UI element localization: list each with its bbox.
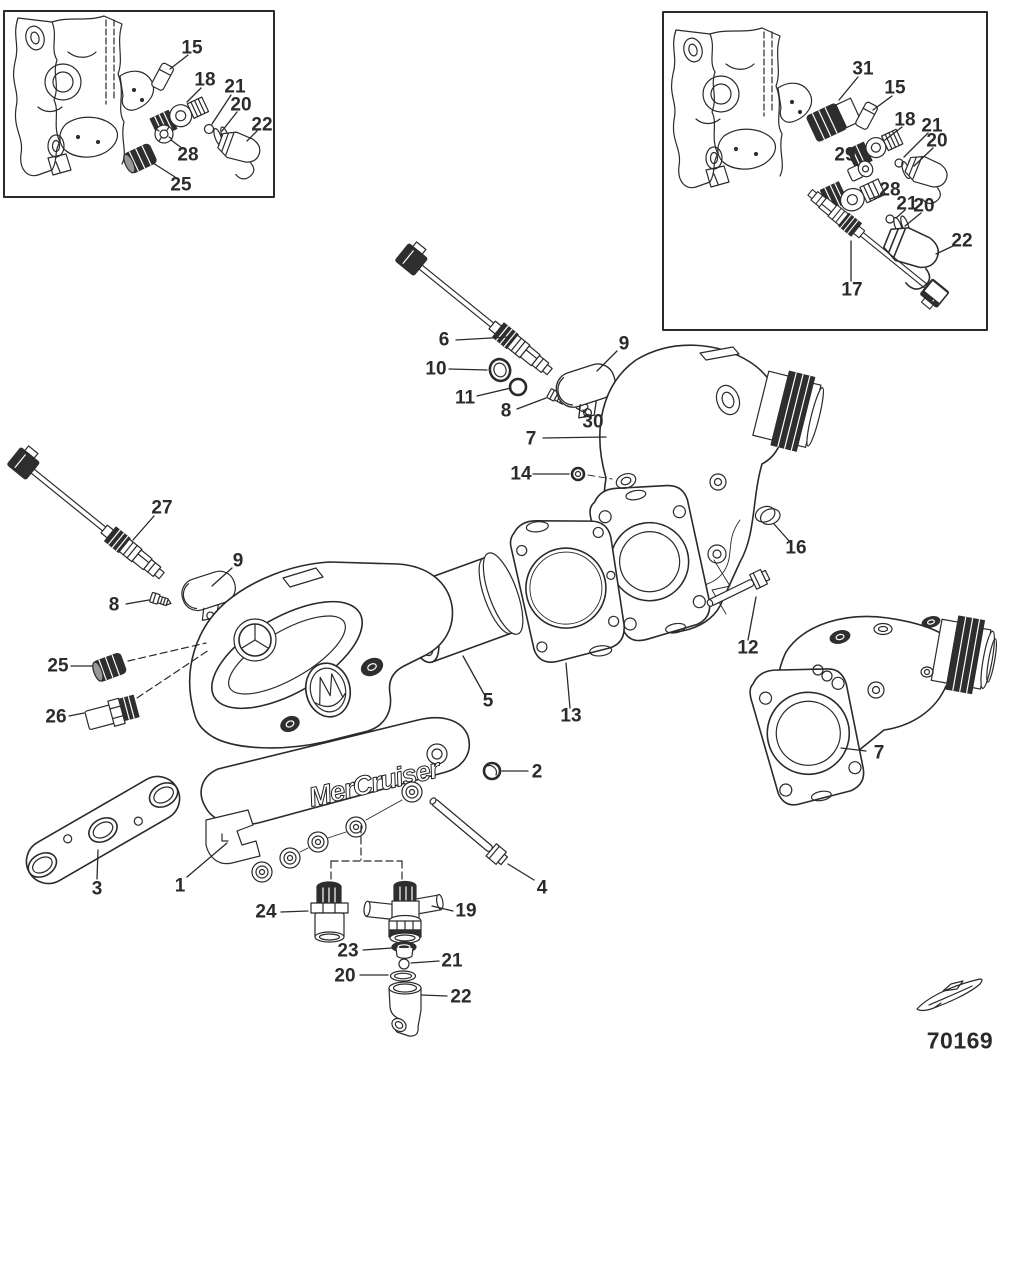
part-21-ball — [894, 158, 904, 168]
callout-4: 4 — [536, 877, 548, 899]
callout-20: 20 — [334, 965, 356, 987]
callout-20: 20 — [913, 195, 935, 217]
part-15-anode — [151, 62, 174, 91]
callout-26: 26 — [45, 706, 67, 728]
callout-19: 19 — [455, 900, 477, 922]
callout-21: 21 — [224, 76, 246, 98]
callout-24: 24 — [255, 901, 277, 923]
callout-21: 21 — [441, 950, 463, 972]
plug-2 — [482, 761, 502, 781]
part-22-elbow-fitting — [210, 127, 265, 183]
callout-15: 15 — [884, 77, 906, 99]
exhaust-manifold-1: MerCruiser — [188, 561, 470, 883]
callout-9: 9 — [232, 550, 244, 572]
part-25-cap — [123, 143, 157, 174]
part-28-nut — [154, 124, 174, 144]
callout-18: 18 — [894, 109, 916, 131]
callout-22: 22 — [251, 114, 273, 136]
mercury-logo-icon — [304, 662, 352, 718]
callout-20: 20 — [926, 130, 948, 152]
manifold-port-bosses — [251, 781, 423, 883]
callout-16: 16 — [785, 537, 807, 559]
callout-15: 15 — [181, 37, 203, 59]
part-21-ball — [885, 214, 895, 224]
oxygen-sensor-27 — [6, 442, 173, 585]
callout-1: 1 — [174, 875, 186, 897]
o-ring-11 — [508, 377, 528, 397]
gasket-3 — [25, 775, 181, 885]
exhaust-elbow-7-top — [589, 344, 824, 642]
o-ring-20-bottom — [389, 970, 417, 982]
callout-22: 22 — [450, 986, 472, 1008]
inset-top-right — [662, 11, 988, 331]
exhaust-elbow-7-right — [749, 615, 998, 806]
callout-9: 9 — [618, 333, 630, 355]
fitting-26 — [84, 694, 140, 730]
oxygen-sensor-6 — [394, 238, 561, 381]
callout-27: 27 — [151, 497, 173, 519]
callout-28: 28 — [177, 144, 199, 166]
insert-23 — [391, 941, 417, 959]
callout-21: 21 — [921, 115, 943, 137]
screw-8-left — [148, 591, 174, 609]
callout-3: 3 — [91, 878, 103, 900]
callout-2: 2 — [531, 761, 543, 783]
callout-21: 21 — [896, 193, 918, 215]
leader-lines — [152, 54, 258, 178]
ball-21-bottom — [398, 958, 410, 970]
inset-top-left — [3, 10, 275, 198]
part-31-fitting — [806, 97, 862, 142]
plug-14 — [570, 466, 637, 490]
part-15-anode — [855, 101, 878, 130]
part-17-connector-block — [923, 279, 949, 305]
callout-10: 10 — [425, 358, 447, 380]
callout-14: 14 — [510, 463, 532, 485]
leader-lines — [838, 76, 954, 282]
callout-7: 7 — [525, 428, 537, 450]
callout-30: 30 — [582, 411, 604, 433]
callout-29: 29 — [834, 144, 856, 166]
callout-8: 8 — [500, 400, 512, 422]
fitting-19 — [363, 880, 444, 944]
callout-28: 28 — [879, 179, 901, 201]
grommet-10 — [488, 357, 512, 383]
gasket-13 — [509, 519, 625, 663]
figure-part-number: 70169 — [926, 1027, 994, 1054]
callout-25: 25 — [170, 174, 192, 196]
callout-8: 8 — [108, 594, 120, 616]
cap-16 — [754, 505, 781, 526]
callout-12: 12 — [737, 637, 759, 659]
callout-22: 22 — [951, 230, 973, 252]
boat-logo-icon — [916, 978, 983, 1012]
engine-block-fragment — [670, 27, 813, 189]
callout-11: 11 — [454, 387, 476, 409]
bolt-4 — [429, 797, 509, 866]
elbow-fitting-22-bottom — [388, 981, 422, 1037]
callout-17: 17 — [841, 279, 863, 301]
leader-lines-main — [68, 336, 867, 997]
callout-23: 23 — [337, 940, 359, 962]
cap-25-main — [92, 652, 127, 682]
callout-5: 5 — [482, 690, 494, 712]
callout-7: 7 — [873, 742, 885, 764]
part-21-ball — [203, 123, 215, 135]
callout-18: 18 — [194, 69, 216, 91]
fitting-24 — [310, 881, 349, 943]
callout-25: 25 — [47, 655, 69, 677]
dashed-reference-lines — [127, 642, 403, 885]
bolt-12 — [706, 568, 771, 607]
callout-20: 20 — [230, 94, 252, 116]
part-29-plug — [847, 160, 874, 182]
callout-31: 31 — [852, 58, 874, 80]
callout-6: 6 — [438, 329, 450, 351]
callout-13: 13 — [560, 705, 582, 727]
